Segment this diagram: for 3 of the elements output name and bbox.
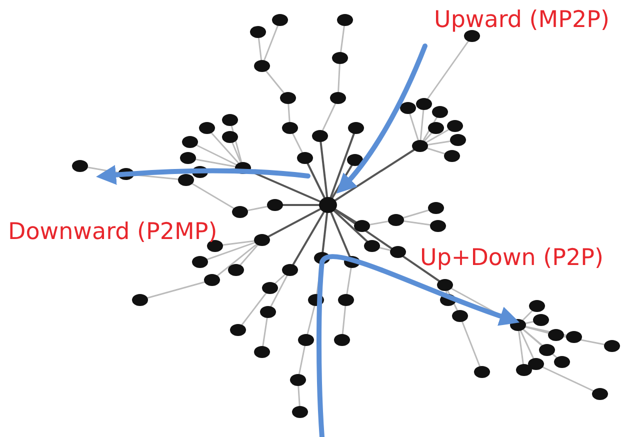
direction-label: Up+Down (P2P) [420, 244, 604, 272]
direction-label: Downward (P2MP) [8, 218, 218, 246]
direction-label: Upward (MP2P) [434, 6, 610, 34]
